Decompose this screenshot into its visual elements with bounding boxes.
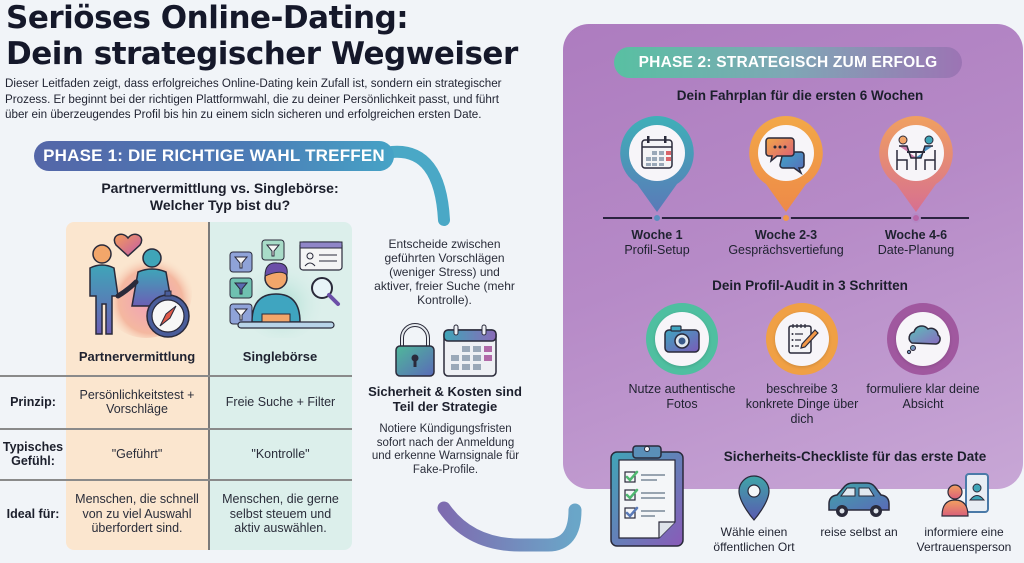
clipboard-checklist-icon (610, 445, 684, 547)
audit-heading: Dein Profil-Audit in 3 Schritten (712, 278, 908, 293)
comparison-heading-line2: Welcher Typ bist du? (149, 197, 291, 213)
column-header-partnervermittlung: Partnervermittlung (78, 349, 196, 364)
security-cost-icons (395, 323, 497, 377)
phase2-banner: PHASE 2: STRATEGISCH ZUM ERFOLG (614, 47, 962, 78)
checklist-item-inform-person: informiere eine Vertrauensperson (916, 525, 1012, 554)
title-line-2: Dein strategischer Wegweiser (6, 36, 518, 72)
cell-prinzip-singleboerse: Freie Suche + Filter (225, 394, 336, 409)
row-divider (0, 479, 352, 481)
week1-label: Woche 1 Profil-Setup (582, 228, 732, 258)
person-phone-icon (941, 473, 989, 517)
week2-pin-chat-icon (749, 116, 823, 212)
cell-gefuehl-singleboerse: "Kontrolle" (251, 446, 310, 461)
week4-topic: Date-Planung (877, 243, 955, 257)
location-pin-icon (738, 475, 770, 521)
title-line-1: Seriöses Online-Dating: (6, 0, 409, 36)
column-divider (208, 222, 210, 550)
notepad-pencil-icon (788, 324, 819, 354)
week2-topic: Gesprächsvertiefung (728, 243, 844, 257)
week1-topic: Profil-Setup (624, 243, 690, 257)
row-label-ideal: Ideal für: (6, 507, 60, 521)
week4-label: Woche 4-6 Date-Planung (841, 228, 991, 258)
week1-title: Woche 1 (631, 228, 683, 242)
couple-compass-icon (89, 233, 192, 338)
audit-step1-label: Nutze authentische Fotos (628, 382, 736, 411)
week1-pin-calendar-icon (620, 116, 694, 212)
audit-step3-label: formuliere klar deine Absicht (866, 382, 980, 411)
camera-icon (664, 325, 700, 353)
week4-pin-meeting-icon (879, 116, 953, 212)
timeline-dot-week2 (781, 213, 791, 223)
week2-title: Woche 2-3 (754, 228, 818, 242)
calendar-icon (443, 324, 497, 377)
week4-title: Woche 4-6 (884, 228, 948, 242)
security-costs-text: Notiere Kündigungsfristen sofort nach de… (371, 423, 520, 476)
person-filters-search-icon (229, 239, 343, 338)
roadmap-heading: Dein Fahrplan für die ersten 6 Wochen (676, 88, 924, 103)
column-header-singleboerse: Singlebörse (242, 349, 318, 364)
comparison-heading-line1: Partnervermittlung vs. Singlebörse: (101, 180, 339, 196)
cell-prinzip-partnervermittlung: Persönlichkeitstest + Vorschläge (79, 387, 195, 417)
timeline-dot-week4 (911, 213, 921, 223)
car-icon (828, 482, 890, 517)
intro-text: Dieser Leitfaden zeigt, dass erfolgreich… (5, 76, 502, 121)
phase1-banner: PHASE 1: DIE RICHTIGE WAHL TREFFEN (34, 141, 394, 171)
checklist-item-public-place: Wähle einen öffentlichen Ort (713, 525, 795, 554)
checklist-heading: Sicherheits-Checkliste für das erste Dat… (723, 449, 987, 464)
row-label-gefuehl: Typisches Gefühl: (2, 440, 64, 468)
cell-ideal-partnervermittlung: Menschen, die schnell von zu viel Auswah… (75, 492, 199, 536)
thought-cloud-icon (906, 325, 941, 355)
decision-note: Entscheide zwischen geführten Vorschläge… (374, 237, 515, 307)
audit-step3-badge (887, 303, 959, 375)
row-label-prinzip: Prinzip: (10, 395, 56, 409)
page-title: Seriöses Online-Dating: Dein strategisch… (6, 0, 518, 72)
week2-label: Woche 2-3 Gesprächsvertiefung (711, 228, 861, 258)
lock-icon (395, 323, 435, 377)
cell-gefuehl-partnervermittlung: "Geführt" (111, 446, 163, 461)
audit-step2-badge (766, 303, 838, 375)
audit-step2-label: beschreibe 3 konkrete Dinge über dich (745, 382, 859, 426)
phase2-panel (563, 24, 1023, 489)
row-divider (0, 375, 352, 377)
row-divider (0, 428, 352, 430)
comparison-table: Partnervermittlung Singlebörse Prinzip: … (0, 222, 355, 552)
comparison-heading: Partnervermittlung vs. Singlebörse: Welc… (70, 180, 370, 214)
checklist-item-own-travel: reise selbst an (820, 525, 898, 539)
security-costs-heading: Sicherheit & Kosten sind Teil der Strate… (368, 384, 522, 414)
timeline-dot-week1 (652, 213, 662, 223)
audit-step1-badge (646, 303, 718, 375)
cell-ideal-singleboerse: Menschen, die gerne selbst steuem und ak… (222, 492, 339, 536)
